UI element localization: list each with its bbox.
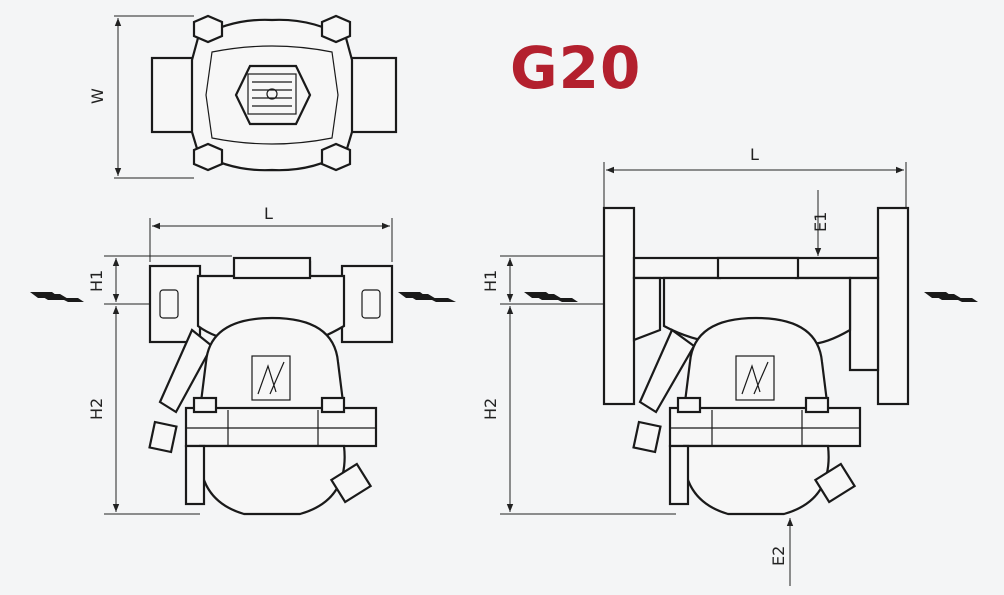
strainer-pipe	[158, 328, 214, 414]
bolt-hex-icon	[804, 396, 830, 414]
left-length-label: L	[264, 204, 273, 223]
lower-body-left	[184, 444, 206, 506]
cover-flange	[668, 406, 862, 448]
brand-logo-icon	[735, 355, 775, 401]
bolt-hex-icon	[320, 142, 352, 172]
right-length-label: L	[750, 145, 759, 164]
right-e1-label: E1	[811, 212, 830, 232]
outlet-port	[340, 264, 394, 344]
strainer-pipe	[638, 328, 696, 414]
lower-bowl	[682, 444, 830, 516]
float-chamber	[682, 316, 830, 412]
top-cap	[232, 256, 312, 280]
blow-down-valve	[329, 462, 373, 504]
left-h2-label: H2	[87, 398, 106, 420]
left-outlet-flow-arrow-icon	[398, 292, 456, 302]
right-outlet-flow-arrow-icon	[924, 292, 978, 302]
right-e2-label: E2	[769, 546, 788, 566]
top-view-right-port	[348, 56, 398, 134]
left-inlet-flow-arrow-icon	[30, 292, 84, 302]
product-title: G20	[510, 34, 641, 102]
outlet-flange	[876, 206, 910, 406]
bolt-hex-icon	[192, 14, 224, 44]
lower-body-left	[668, 444, 690, 506]
float-chamber	[198, 316, 346, 412]
left-h1-label: H1	[87, 270, 106, 292]
bolt-hex-icon	[320, 14, 352, 44]
blow-down-valve	[813, 462, 857, 504]
top-cap	[716, 256, 800, 280]
right-front-view: L E1 H1 H2	[481, 145, 910, 586]
right-h1-label: H1	[481, 270, 500, 292]
right-h2-label: H2	[481, 398, 500, 420]
top-view: W	[88, 14, 398, 179]
bolt-hex-icon	[676, 396, 702, 414]
bolt-hex-icon	[320, 396, 346, 414]
bolt-hex-icon	[192, 396, 218, 414]
cover-flange	[184, 406, 378, 448]
lower-bowl	[198, 444, 346, 516]
drain-plug	[632, 420, 662, 454]
width-dimension-label: W	[88, 88, 107, 104]
inlet-flange	[602, 206, 636, 406]
brand-logo-icon	[251, 355, 291, 401]
right-inlet-flow-arrow-icon	[524, 292, 578, 302]
nameplate-hex	[234, 64, 312, 126]
drain-plug	[148, 420, 178, 454]
bolt-hex-icon	[192, 142, 224, 172]
left-front-view: L H1 H2	[87, 204, 394, 516]
